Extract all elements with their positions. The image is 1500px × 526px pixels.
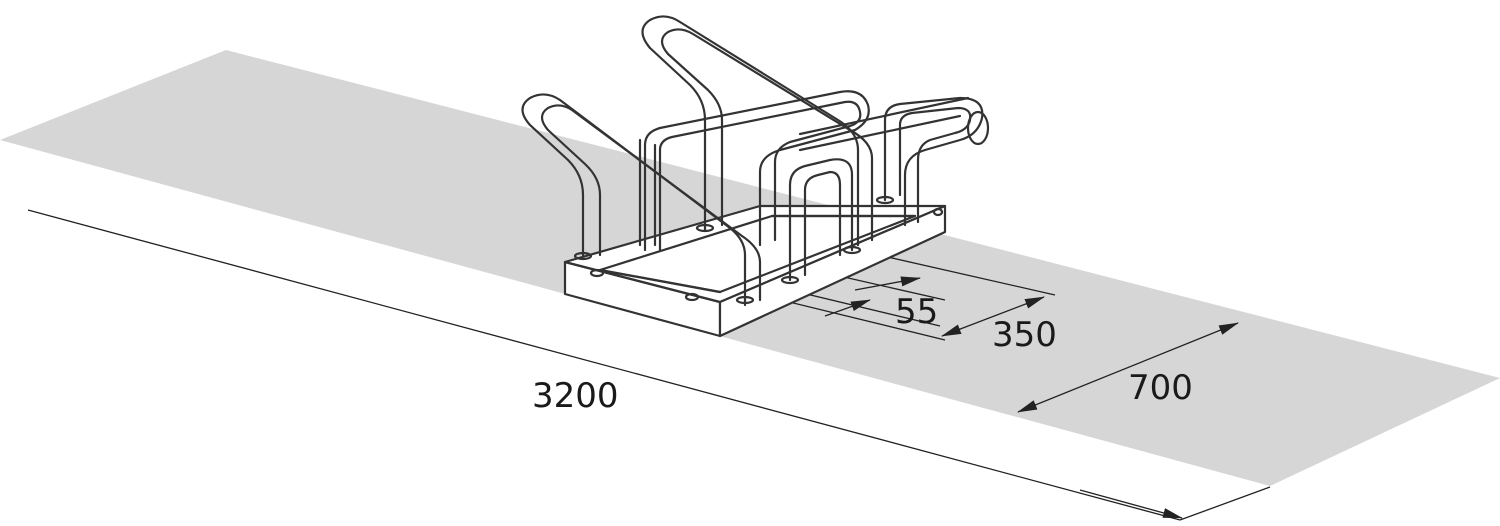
rack-hoop-front-left xyxy=(521,93,747,307)
rack-hoop-middle xyxy=(643,90,870,252)
rack-hoop-middle-inner xyxy=(658,100,862,252)
rack-hoop-front-left-inner xyxy=(540,104,762,302)
rack-hoop-front-center xyxy=(788,158,854,282)
length-extension-line-end xyxy=(1179,486,1271,521)
rack-hoop-end-icon xyxy=(966,110,990,146)
rack-hoop-back-left-inner xyxy=(660,28,874,242)
rack-hoop-right xyxy=(883,96,984,227)
offset-arrow-lower xyxy=(824,299,871,317)
dimension-label-spacing: 350 xyxy=(992,315,1057,355)
dimension-label-offset: 55 xyxy=(895,292,938,332)
width-dimension-line xyxy=(1017,322,1239,413)
bolt-hole-icon xyxy=(589,268,605,278)
offset-arrow-upper xyxy=(854,276,921,291)
bike-rack xyxy=(521,15,990,338)
spacing-dimension-line xyxy=(941,296,1045,337)
dimension-label-width: 700 xyxy=(1128,368,1193,408)
length-extension-line xyxy=(27,209,1181,521)
dimension-label-length: 3200 xyxy=(532,376,619,416)
bolt-hole-icon xyxy=(932,207,944,217)
bolt-hole-icon xyxy=(684,292,700,302)
length-dimension-arrow xyxy=(1079,489,1183,519)
rack-base-side-rail xyxy=(718,204,947,338)
